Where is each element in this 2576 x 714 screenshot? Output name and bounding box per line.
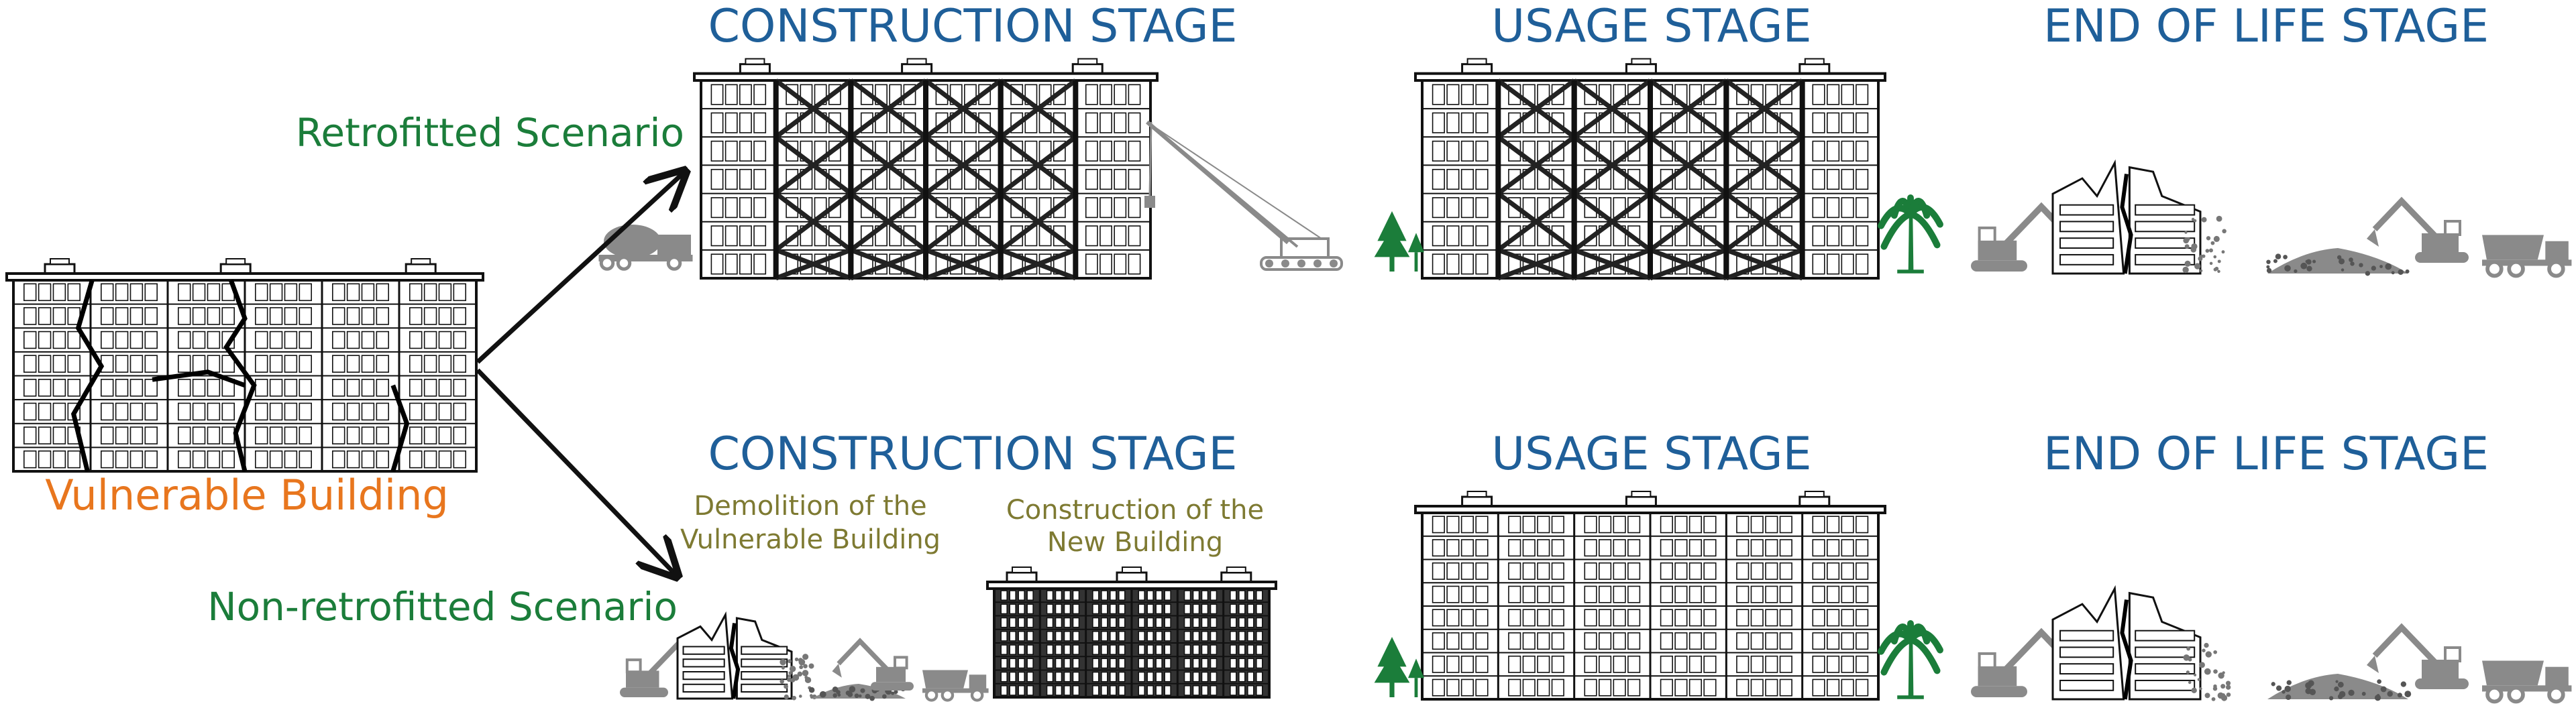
top-end-of-life-stage-title: END OF LIFE STAGE: [2043, 0, 2489, 53]
cracked-building-icon: [7, 259, 483, 471]
dump-truck-icon-bottom: [2482, 661, 2571, 702]
new-building-usage: [1415, 491, 1885, 699]
construction-label-line1: Construction of the: [1006, 495, 1264, 526]
dump-truck-icon-top: [2482, 235, 2571, 276]
excavator-icon-bottom-mid: [832, 641, 914, 691]
arrow-to-non-retrofitted: [478, 370, 678, 577]
dump-truck-icon-bottom-mid: [922, 670, 989, 701]
concrete-mixer-truck-icon-top: [599, 225, 693, 269]
palm-tree-icon-top: [1881, 198, 1940, 272]
retrofitted-scenario-label: Retrofitted Scenario: [296, 110, 684, 156]
non-retrofitted-scenario-label: Non-retrofitted Scenario: [207, 584, 678, 630]
demolished-building-icon-bottom-eol: [2053, 589, 2231, 701]
new-building-icon: [987, 567, 1276, 697]
top-construction-stage-title: CONSTRUCTION STAGE: [708, 0, 1237, 53]
demolished-building-icon-top: [2053, 163, 2226, 274]
tree-icon-bottom: [1375, 637, 1424, 697]
retrofitted-building-usage: [1415, 59, 1885, 278]
demolished-building-icon-bottom: [678, 615, 817, 700]
excavator-icon-top-right: [2367, 201, 2469, 263]
crawler-crane-icon: [1144, 122, 1342, 270]
top-usage-stage-title: USAGE STAGE: [1491, 0, 1811, 53]
rubble-pile-icon-bottom-eol: [2267, 674, 2411, 701]
bottom-end-of-life-stage-title: END OF LIFE STAGE: [2043, 428, 2489, 481]
arrow-to-retrofitted: [478, 171, 686, 362]
demolition-label-line1: Demolition of the: [694, 491, 926, 522]
vulnerable-building-label: Vulnerable Building: [45, 471, 449, 520]
bottom-usage-stage-title: USAGE STAGE: [1491, 428, 1811, 481]
tree-icon-top: [1375, 211, 1424, 272]
retrofitted-building-construction: [694, 59, 1157, 278]
demolition-label-line2: Vulnerable Building: [680, 524, 941, 555]
rubble-pile-icon-top: [2266, 248, 2409, 276]
bottom-construction-stage-title: CONSTRUCTION STAGE: [708, 428, 1237, 481]
palm-tree-icon-bottom: [1881, 623, 1940, 697]
construction-label-line2: New Building: [1047, 527, 1223, 558]
excavator-icon-bottom-right: [2367, 628, 2469, 689]
